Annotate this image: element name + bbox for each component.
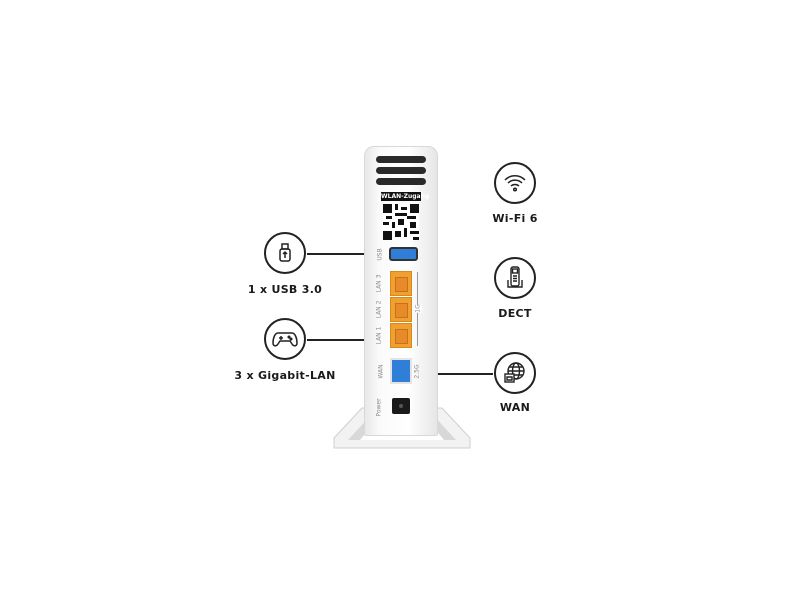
usb-port (389, 247, 418, 261)
usb-stick-icon (279, 243, 291, 262)
wifi-feature-label: Wi-Fi 6 (492, 212, 538, 225)
lan2-label: LAN 2 (375, 300, 383, 319)
lan1-label: LAN 1 (375, 326, 383, 345)
power-label: Power (375, 398, 383, 417)
wan-speed-label: 2.5G (413, 364, 421, 379)
vent (376, 178, 426, 185)
wan-feature-label: WAN (499, 401, 531, 414)
wan-feature-circle (494, 352, 536, 394)
vent (376, 156, 426, 163)
dect-feature-circle (494, 257, 536, 299)
lan-feature-circle (264, 318, 306, 360)
wan-port-label: WAN (377, 364, 385, 379)
power-jack-pin (399, 404, 403, 408)
wifi-icon (504, 175, 526, 192)
lan1-port (390, 323, 412, 348)
lan3-port (390, 271, 412, 296)
lan3-label: LAN 3 (375, 274, 383, 293)
usb-connector-line (307, 253, 365, 255)
lan-connector-line (307, 339, 365, 341)
power-jack (392, 398, 410, 414)
wifi-feature-circle (494, 162, 536, 204)
vent (376, 167, 426, 174)
dect-feature-label: DECT (498, 307, 532, 320)
usb-port-label: USB (376, 248, 384, 261)
lan2-port (390, 297, 412, 322)
lan-speed-label: 1G (414, 304, 422, 313)
wan-connector-line (437, 373, 493, 375)
lan-feature-label: 3 x Gigabit-LAN (234, 369, 336, 382)
usb-feature-circle (264, 232, 306, 274)
usb-feature-label: 1 x USB 3.0 (247, 283, 323, 296)
cordless-phone-icon (507, 266, 523, 288)
qr-code (383, 204, 419, 240)
gamepad-icon (272, 332, 298, 347)
wlan-label-text: WLAN-Zugang (381, 192, 430, 201)
globe-network-icon (504, 362, 525, 383)
wan-port (390, 358, 412, 384)
